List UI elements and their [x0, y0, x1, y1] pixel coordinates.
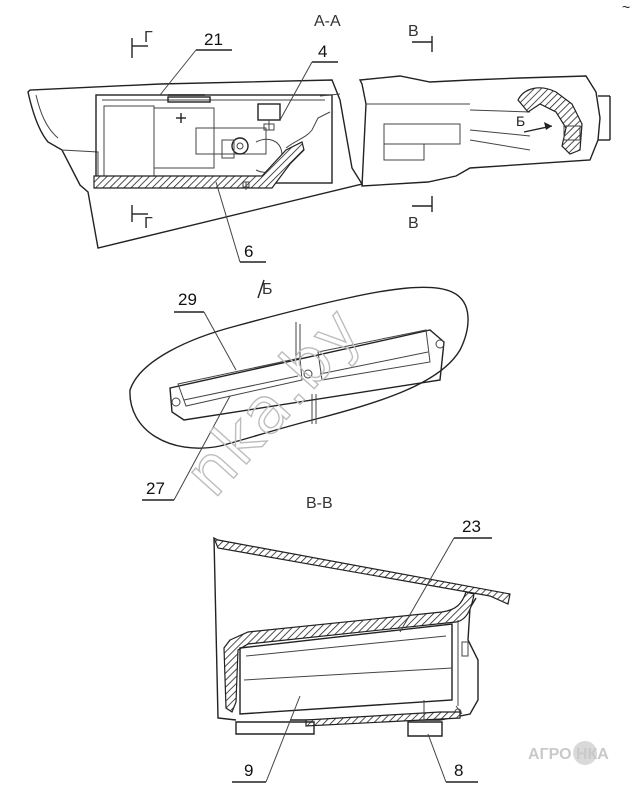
label-v-bottom: В: [408, 215, 419, 232]
cut-line-g: Г Г: [131, 29, 153, 232]
component-block: [103, 105, 155, 177]
callout-9: 9: [244, 761, 253, 780]
label-v-top: В: [408, 23, 419, 40]
section-title-aa: А-А: [314, 13, 341, 30]
label-g-bottom: Г: [144, 215, 153, 232]
callout-29: 29: [178, 290, 197, 309]
cut-line-v: В В: [408, 23, 433, 232]
callout-4: 4: [318, 42, 327, 61]
mechanism-wheel: [231, 137, 249, 155]
screw-right: [435, 339, 445, 349]
label-g-top: Г: [144, 29, 153, 46]
hatched-floor: [93, 141, 305, 189]
part-23-tray-profile: [223, 591, 475, 713]
right-hatched-profile: [517, 87, 583, 155]
bottom-plate: [305, 711, 461, 727]
right-component: [383, 123, 461, 145]
part-4-connector: [257, 103, 281, 121]
right-slot: [317, 329, 431, 381]
mechanism-housing: [195, 127, 267, 155]
body-outline-right: [358, 75, 601, 187]
section-view-vv: В-В 23 9 8: [212, 495, 511, 783]
callout-21: 21: [204, 30, 223, 49]
tray-body: [239, 623, 453, 715]
logo-text: АГРО НКА: [528, 746, 609, 763]
section-title-vv: В-В: [306, 495, 333, 512]
part-21-strip: [167, 96, 211, 103]
callout-8: 8: [454, 761, 463, 780]
body-edge-line: [35, 94, 59, 139]
corner-mark: ~: [622, 0, 630, 15]
left-slot: [177, 357, 303, 407]
top-sloped-panel: [212, 536, 511, 605]
view-b: Б 29 27: [129, 279, 469, 501]
view-b-panel: [169, 329, 445, 421]
callout-27: 27: [146, 479, 165, 498]
section-view-aa: Г Г А-А 21 4 6 Б: [27, 0, 630, 263]
label-b-arrow: Б: [516, 113, 525, 129]
view-b-outline: [129, 286, 469, 449]
callout-23: 23: [462, 517, 481, 536]
screw-left: [171, 397, 181, 407]
part-9-foot: [235, 721, 315, 735]
callout-6: 6: [244, 242, 253, 261]
agro-nka-logo: АГРО НКА: [528, 741, 609, 765]
watermark: nka.by: [171, 293, 378, 511]
section-title-b: Б: [262, 281, 273, 298]
part-8-foot: [407, 721, 443, 737]
body-outline-left: [27, 79, 364, 249]
